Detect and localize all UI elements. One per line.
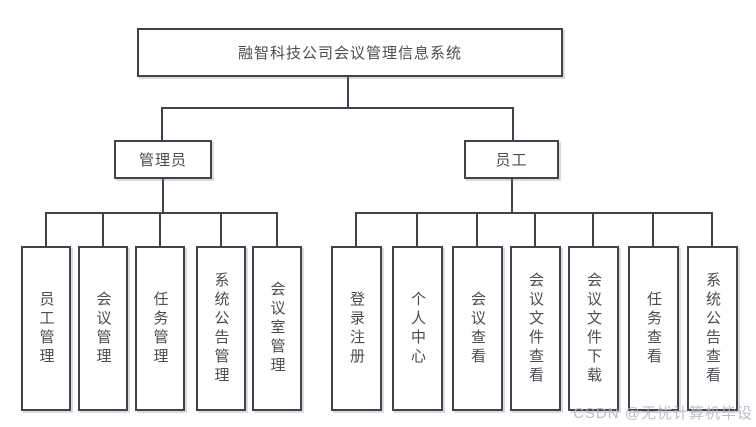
leaf-meeting-management: 会议管理 <box>78 246 128 411</box>
leaf-meeting-file-download: 会议文件下载 <box>568 246 619 411</box>
branch-node-employee: 员工 <box>464 140 559 179</box>
leaf-task-management: 任务管理 <box>135 246 185 411</box>
leaf-meeting-view: 会议查看 <box>452 246 503 411</box>
leaf-system-announcement-view: 系统公告查看 <box>687 246 738 411</box>
leaf-task-view: 任务查看 <box>628 246 679 411</box>
leaf-system-announcement-management: 系统公告管理 <box>196 246 246 411</box>
leaf-personal-center: 个人中心 <box>392 246 443 411</box>
leaf-meeting-room-management: 会议室管理 <box>252 246 302 411</box>
branch-node-admin: 管理员 <box>114 140 212 179</box>
leaf-login-register: 登录注册 <box>331 246 382 411</box>
root-node-title: 融智科技公司会议管理信息系统 <box>137 28 563 77</box>
csdn-watermark: CSDN @无忧计算机毕设 <box>573 405 753 422</box>
leaf-employee-management: 员工管理 <box>21 246 71 411</box>
leaf-meeting-file-view: 会议文件查看 <box>510 246 561 411</box>
